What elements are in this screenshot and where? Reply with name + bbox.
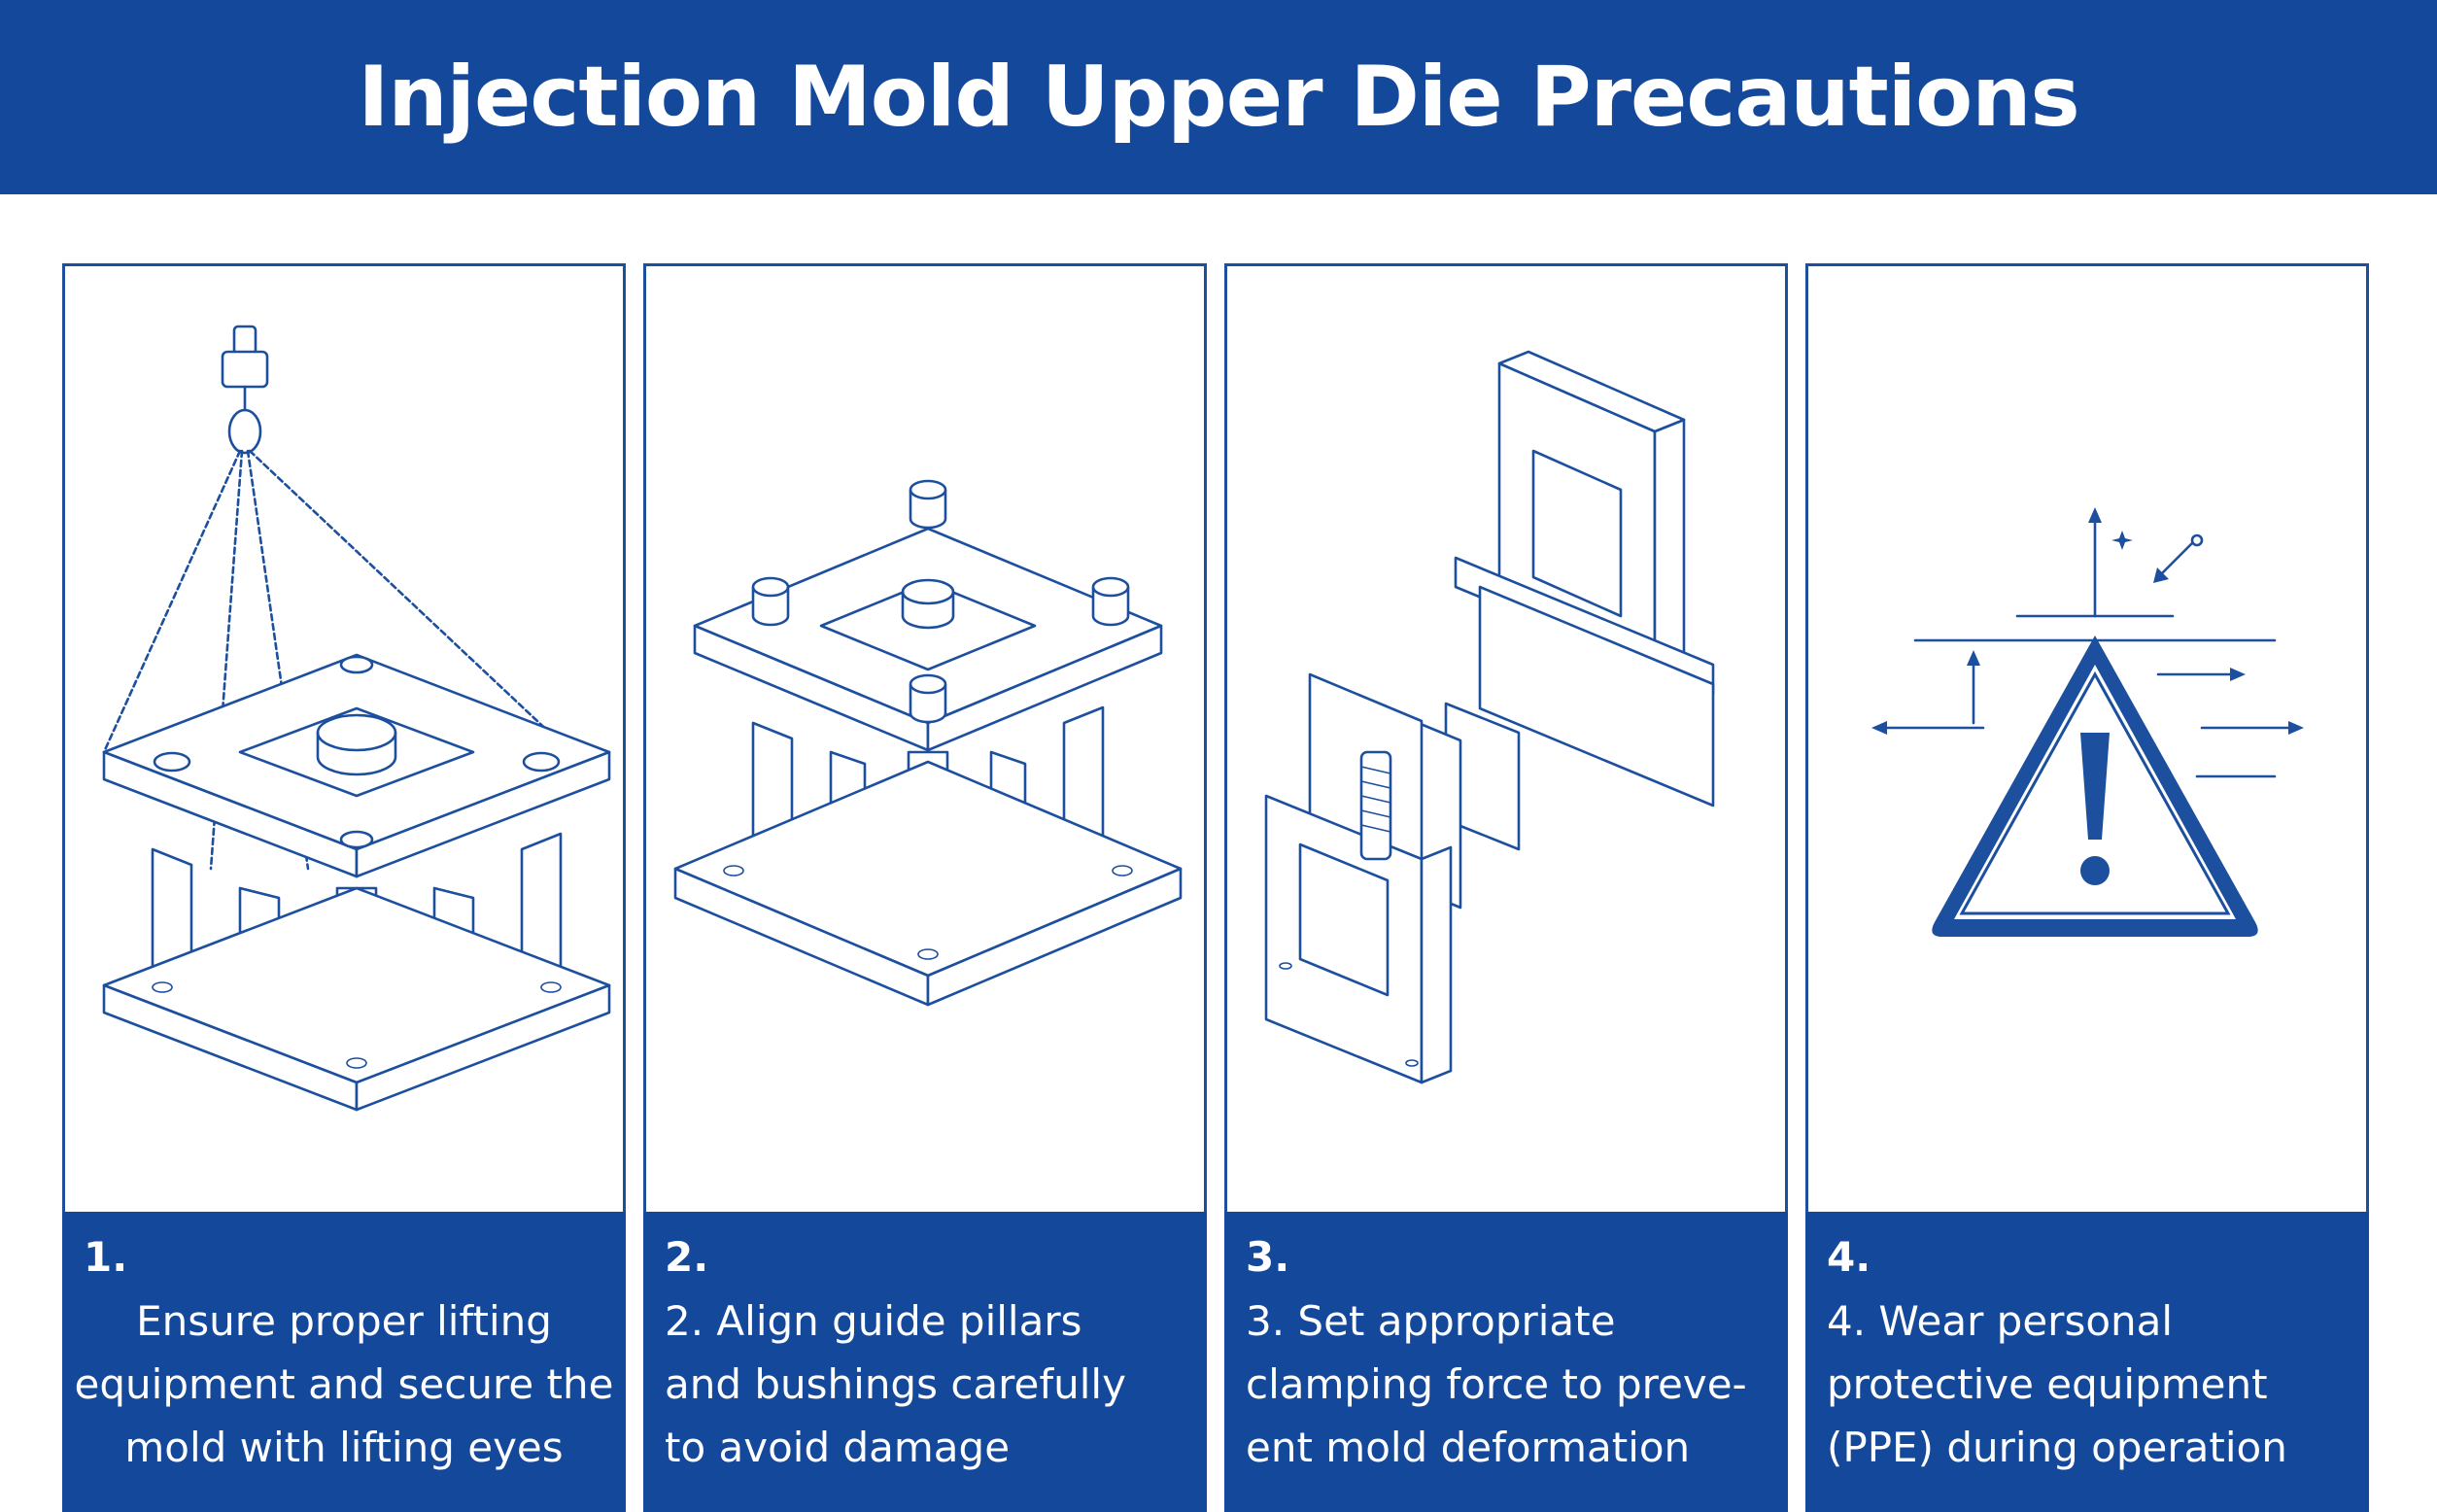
step-text: Ensure proper lifting equipment and secu… (74, 1297, 614, 1471)
step-panel-3: 3. 3. Set appropriate clamping force to … (1224, 263, 1788, 1512)
step-caption: 4. 4. Wear personal protective equipment… (1805, 1212, 2369, 1512)
step-number: 4. (1827, 1233, 1871, 1281)
lifting-mold-icon (102, 325, 611, 1112)
step-number: 3. (1246, 1233, 1290, 1281)
step-caption: 1. Ensure proper lifting equipment and s… (62, 1212, 626, 1512)
step-number: 2. (665, 1233, 709, 1281)
clamping-plates-icon (1264, 350, 1715, 1084)
page-title: Injection Mold Upper Die Precautions (358, 49, 2079, 146)
step-number: 1. (84, 1233, 128, 1281)
step-panel-4: 4. 4. Wear personal protective equipment… (1805, 263, 2369, 1512)
step-text: 3. Set appropriate clamping force to pre… (1246, 1297, 1747, 1471)
step-panel-1: 1. Ensure proper lifting equipment and s… (62, 263, 626, 1512)
step-text: 2. Align guide pillars and bushings care… (665, 1297, 1126, 1471)
step-text: 4. Wear personal protective equipment (P… (1827, 1297, 2287, 1471)
step-panel-2: 2. 2. Align guide pillars and bushings c… (643, 263, 1207, 1512)
guide-pillar-mold-icon (673, 479, 1183, 1007)
step-caption: 3. 3. Set appropriate clamping force to … (1224, 1212, 1788, 1512)
step-caption: 2. 2. Align guide pillars and bushings c… (643, 1212, 1207, 1512)
warning-triangle-icon (1871, 507, 2304, 937)
title-banner: Injection Mold Upper Die Precautions (0, 0, 2437, 194)
